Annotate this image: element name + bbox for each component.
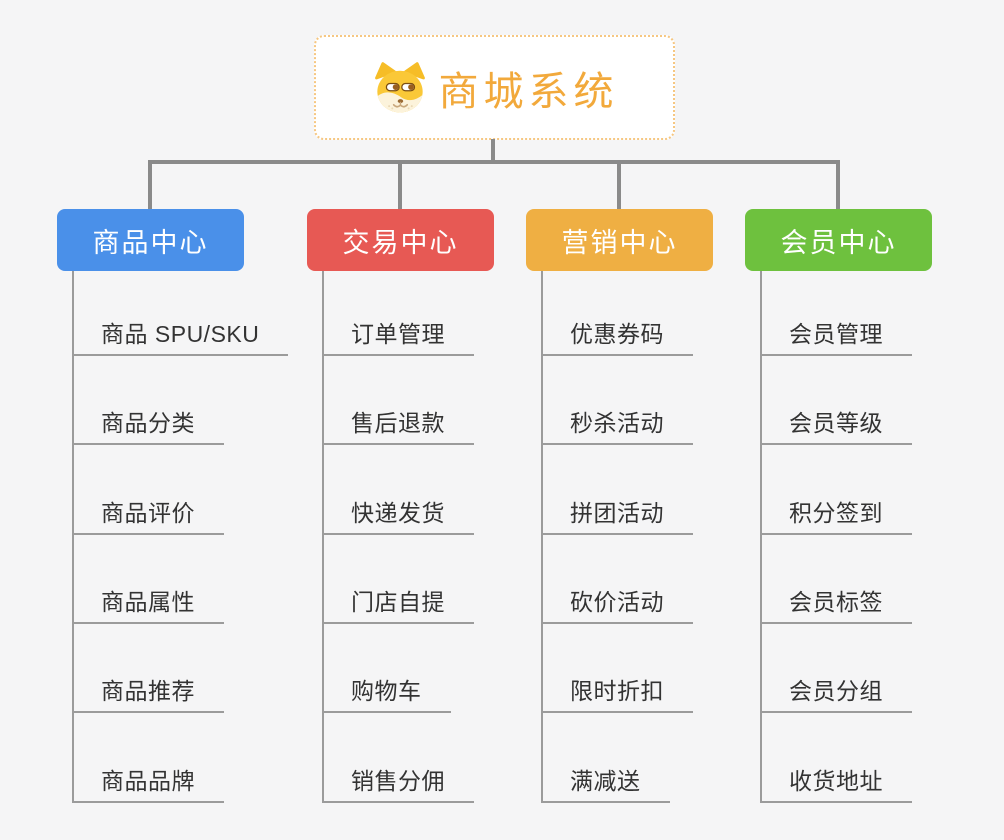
child-label: 销售分佣 — [351, 768, 445, 794]
branch-trunk-line — [541, 271, 543, 803]
branch-drop-connector — [836, 160, 840, 209]
child-node[interactable]: 商品评价 — [72, 485, 224, 535]
child-node[interactable]: 会员管理 — [760, 306, 912, 356]
child-label: 拼团活动 — [570, 500, 664, 526]
child-node[interactable]: 砍价活动 — [541, 574, 693, 624]
child-node[interactable]: 购物车 — [322, 663, 451, 713]
child-node[interactable]: 拼团活动 — [541, 485, 693, 535]
branch-node[interactable]: 营销中心 — [526, 209, 713, 271]
child-node[interactable]: 门店自提 — [322, 574, 474, 624]
child-label: 商品推荐 — [101, 678, 195, 704]
child-node[interactable]: 收货地址 — [760, 753, 912, 803]
child-node[interactable]: 售后退款 — [322, 395, 474, 445]
child-label: 商品评价 — [101, 500, 195, 526]
child-label: 秒杀活动 — [570, 410, 664, 436]
child-node[interactable]: 秒杀活动 — [541, 395, 693, 445]
root-node[interactable]: 商城系统 — [314, 35, 675, 140]
branch-trunk-line — [760, 271, 762, 803]
branch-node[interactable]: 商品中心 — [57, 209, 244, 271]
child-label: 商品属性 — [101, 589, 195, 615]
child-node[interactable]: 商品属性 — [72, 574, 224, 624]
child-node[interactable]: 快递发货 — [322, 485, 474, 535]
child-label: 收货地址 — [789, 768, 883, 794]
child-node[interactable]: 商品分类 — [72, 395, 224, 445]
shiba-dog-face-icon — [374, 61, 425, 112]
branch-drop-connector — [617, 160, 621, 209]
child-label: 商品品牌 — [101, 768, 195, 794]
branch-node[interactable]: 会员中心 — [745, 209, 932, 271]
branch-label: 营销中心 — [561, 227, 678, 258]
branch-trunk-line — [72, 271, 74, 803]
child-node[interactable]: 会员标签 — [760, 574, 912, 624]
child-node[interactable]: 会员分组 — [760, 663, 912, 713]
branch-drop-connector — [398, 160, 402, 209]
child-label: 购物车 — [351, 678, 422, 704]
child-label: 砍价活动 — [570, 589, 664, 615]
child-node[interactable]: 会员等级 — [760, 395, 912, 445]
child-node[interactable]: 商品推荐 — [72, 663, 224, 713]
child-node[interactable]: 积分签到 — [760, 485, 912, 535]
root-drop-connector — [491, 139, 495, 164]
child-label: 快递发货 — [351, 500, 445, 526]
child-node[interactable]: 订单管理 — [322, 306, 474, 356]
branch-label: 商品中心 — [92, 227, 209, 258]
child-node[interactable]: 优惠券码 — [541, 306, 693, 356]
branch-horizontal-connector — [148, 160, 840, 164]
branch-label: 会员中心 — [780, 227, 897, 258]
branch-drop-connector — [148, 160, 152, 209]
root-label: 商城系统 — [438, 69, 619, 114]
branch-label: 交易中心 — [342, 227, 459, 258]
branch-trunk-line — [322, 271, 324, 803]
child-label: 门店自提 — [351, 589, 445, 615]
child-node[interactable]: 销售分佣 — [322, 753, 474, 803]
child-label: 会员管理 — [789, 321, 883, 347]
child-node[interactable]: 满减送 — [541, 753, 670, 803]
child-node[interactable]: 商品 SPU/SKU — [72, 306, 289, 356]
child-label: 商品 SPU/SKU — [101, 321, 260, 347]
child-label: 优惠券码 — [570, 321, 664, 347]
child-node[interactable]: 限时折扣 — [541, 663, 693, 713]
child-label: 满减送 — [570, 768, 641, 794]
branch-node[interactable]: 交易中心 — [307, 209, 494, 271]
child-label: 积分签到 — [789, 500, 883, 526]
child-label: 订单管理 — [351, 321, 445, 347]
child-label: 商品分类 — [101, 410, 195, 436]
child-label: 售后退款 — [351, 410, 445, 436]
child-label: 会员分组 — [789, 678, 883, 704]
child-label: 限时折扣 — [570, 678, 664, 704]
child-node[interactable]: 商品品牌 — [72, 753, 224, 803]
child-label: 会员标签 — [789, 589, 883, 615]
child-label: 会员等级 — [789, 410, 883, 436]
